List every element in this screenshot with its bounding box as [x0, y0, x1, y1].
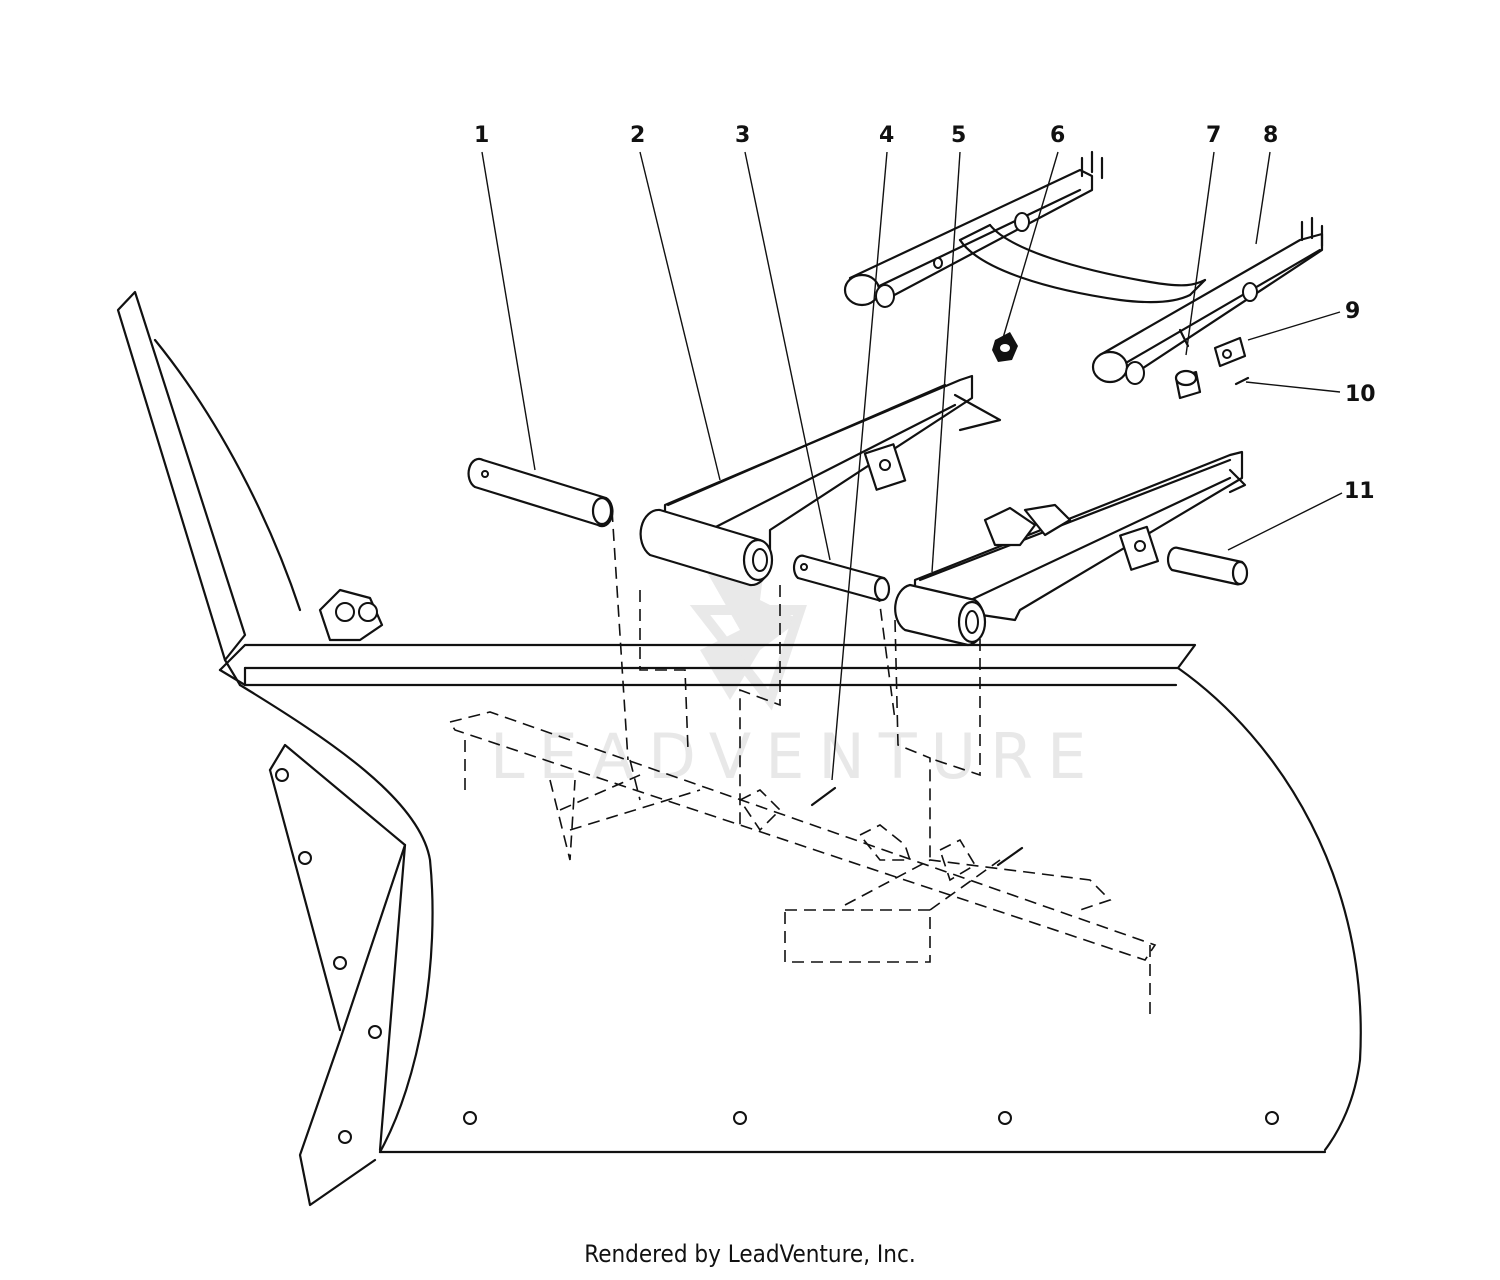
callout-7: 7 [1206, 123, 1221, 148]
callout-5: 5 [951, 123, 966, 148]
callout-4: 4 [879, 123, 894, 148]
callout-11: 11 [1344, 479, 1375, 504]
callout-9: 9 [1345, 299, 1360, 324]
plow-blade [116, 290, 1362, 1207]
part-6-nut [992, 332, 1018, 362]
part-7-bushing [1174, 369, 1202, 400]
leader-lines [481, 151, 1343, 781]
callout-2: 2 [630, 123, 645, 148]
callout-3: 3 [735, 123, 750, 148]
part-2-lift-arm [639, 374, 1002, 587]
hidden-frame [448, 509, 1157, 1020]
part-3-pin [792, 554, 891, 602]
callout-10: 10 [1345, 382, 1376, 407]
part-11-pin [1166, 546, 1249, 586]
part-9-plate [1213, 336, 1247, 368]
part-10-pin [1234, 376, 1250, 386]
callout-8: 8 [1263, 123, 1278, 148]
callout-labels: 1 2 3 4 5 6 7 8 9 10 11 [474, 123, 1376, 504]
bolt-holes [275, 768, 1279, 1144]
callout-1: 1 [474, 123, 489, 148]
part-1-pin [467, 457, 614, 528]
cotter-pin [810, 786, 1024, 867]
watermark-text: LEADVENTURE [490, 720, 1100, 793]
footer-credit: Rendered by LeadVenture, Inc. [584, 1240, 916, 1268]
part-8-a-frame [843, 150, 1324, 385]
part-5-lift-arm [894, 450, 1247, 647]
callout-6: 6 [1050, 123, 1065, 148]
